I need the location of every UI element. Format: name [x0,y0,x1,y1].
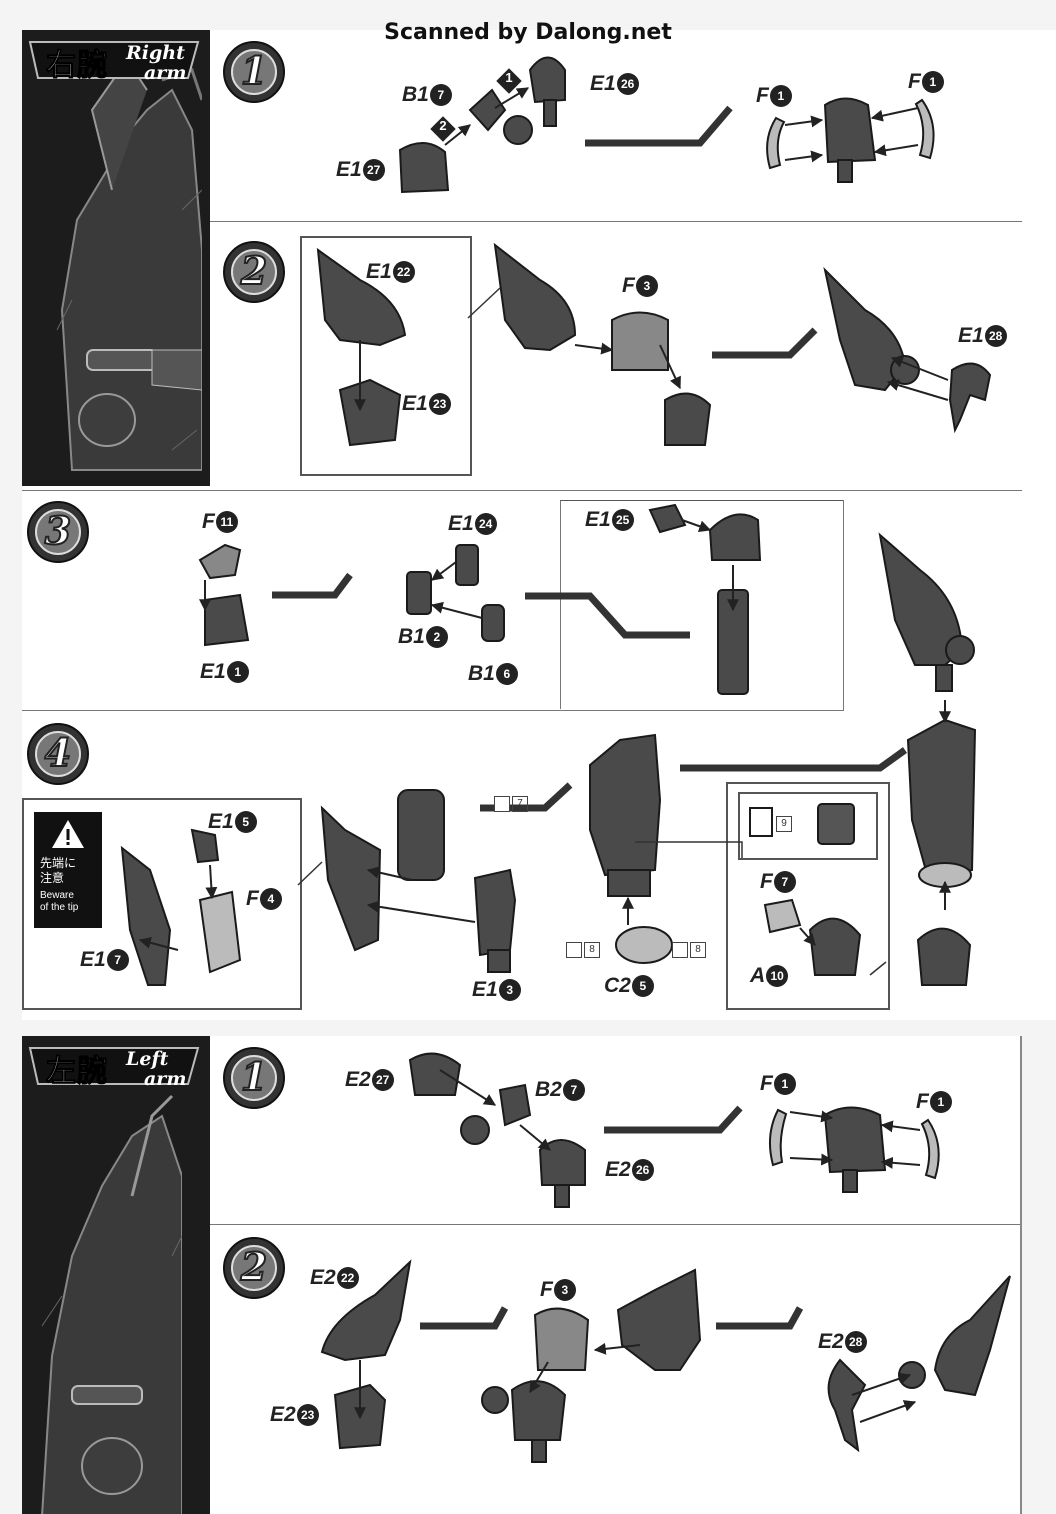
scan-credit: Scanned by Dalong.net [384,20,672,45]
sticker-number: 9 [776,816,792,832]
step-badge-left-2: 2 [222,1236,286,1300]
left-arm-figure-image [41,1094,182,1514]
divider-3 [22,710,844,711]
divider-2 [22,490,1022,491]
sticker-number: 8 [690,942,706,958]
sticker-marker-9: 9 [776,816,810,832]
right-arm-header: 右腕 Right arm [34,38,210,84]
step3-box-edge [843,500,844,710]
right-arm-sidebar: 右腕 Right arm [22,30,210,486]
step-number: 3 [44,507,72,554]
sticker-icon [672,942,688,958]
step-badge-ring [223,1047,285,1109]
step-badge-ring [223,41,285,103]
warning-japanese: 先端に注意 [40,856,77,885]
left-arm-header: 左腕 Left arm [34,1044,210,1090]
left-arm-english-line2: arm [144,1068,187,1090]
step-badge-right-3: 3 [26,500,90,564]
step-badge-right-4: 4 [26,722,90,786]
right-arm-english-line1: Right [126,42,185,64]
right-arm-header-bg [28,41,200,79]
step-badge-ring [223,1237,285,1299]
order-number: 1 [505,70,513,85]
sticker-marker-8-right: 8 [672,942,706,958]
step-number: 1 [240,1053,268,1100]
step-badge-right-2: 2 [222,240,286,304]
divider-4 [210,1224,1022,1225]
left-arm-english-line1: Left [126,1048,169,1070]
sticker-number: 7 [512,796,528,812]
step3-box [560,500,843,709]
right-arm-kanji: 右腕 [46,48,108,84]
sticker-marker-7: 7 [494,796,528,812]
step-number: 2 [240,247,268,294]
step-number: 4 [44,729,72,776]
sticker-marker-8-left: 8 [566,942,600,958]
left-arm-kanji: 左腕 [46,1054,108,1090]
right-arm-english-line2: arm [144,62,187,84]
sticker-icon [494,796,510,812]
step-badge-right-1: 1 [222,40,286,104]
step-badge-ring [27,723,89,785]
order-number: 2 [439,118,447,133]
step-badge-ring [27,501,89,563]
sticker-number: 8 [584,942,600,958]
step-number: 2 [240,1243,268,1290]
step-number: 1 [240,47,268,94]
left-arm-header-bg [28,1047,200,1085]
left-arm-sidebar: 左腕 Left arm [22,1036,210,1514]
warning-icon [52,820,84,848]
right-arm-figure-image [56,58,202,471]
step-badge-left-1: 1 [222,1046,286,1110]
sticker-icon [566,942,582,958]
page-frame-right [1020,1036,1022,1514]
step-badge-ring [223,241,285,303]
divider-1 [210,221,1022,222]
